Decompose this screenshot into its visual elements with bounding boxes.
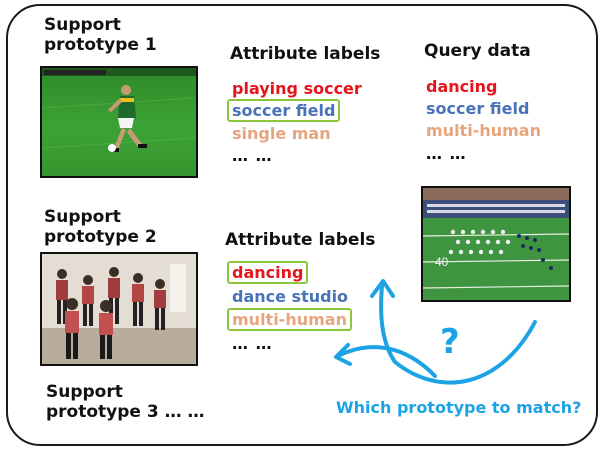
query-ellipsis: … … xyxy=(426,144,467,163)
query-item-1: soccer field xyxy=(426,99,530,118)
attribute-2-item-2: multi-human xyxy=(227,308,352,331)
match-caption: Which prototype to match? xyxy=(336,398,582,417)
support-prototype-2-image xyxy=(40,252,198,366)
support-prototype-3-ellipsis: … … xyxy=(164,402,205,422)
arrow-to-prototype-1 xyxy=(379,284,537,385)
attribute-1-item-0: playing soccer xyxy=(232,79,362,98)
support-prototype-1-image xyxy=(40,66,198,178)
attribute-1-ellipsis: … … xyxy=(232,146,273,165)
attribute-2-item-0: dancing xyxy=(227,261,309,284)
query-data-heading: Query data xyxy=(424,41,531,61)
arrow-to-prototype-2 xyxy=(336,345,437,378)
svg-text:40: 40 xyxy=(435,255,449,269)
attribute-2-ellipsis: … … xyxy=(232,334,273,353)
question-mark: ? xyxy=(440,322,460,362)
attribute-1-item-2: single man xyxy=(232,124,331,143)
query-image: 40 xyxy=(421,186,571,302)
attribute-labels-1-heading: Attribute labels xyxy=(230,44,381,64)
query-item-0: dancing xyxy=(426,77,498,96)
query-item-2: multi-human xyxy=(426,121,541,140)
figure-frame xyxy=(6,4,598,446)
attribute-2-item-1: dance studio xyxy=(232,287,349,306)
attribute-labels-2-heading: Attribute labels xyxy=(225,230,376,250)
support-prototype-2-title: Support prototype 2 xyxy=(44,207,157,247)
support-prototype-1-title: Support prototype 1 xyxy=(44,15,157,55)
attribute-1-item-1: soccer field xyxy=(227,99,341,122)
support-prototype-3-title: Support prototype 3 … … xyxy=(46,382,205,422)
